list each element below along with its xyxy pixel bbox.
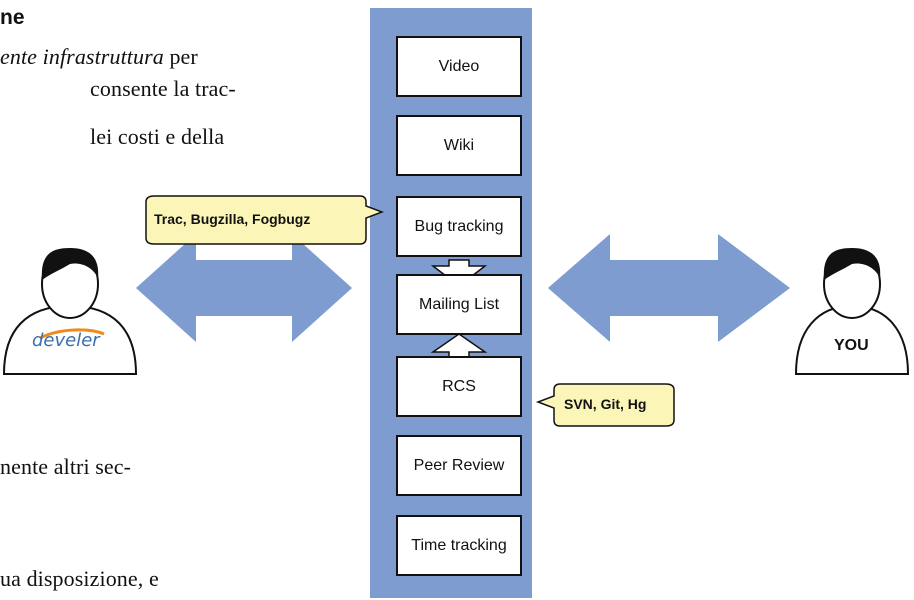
right-double-arrow: [548, 234, 790, 342]
tool-video: Video: [396, 36, 522, 97]
you-user-icon: [794, 248, 910, 375]
bug-tracking-callout-bubble: [145, 195, 385, 245]
background-text-line-4: nente altri sec-: [0, 454, 132, 479]
tool-mailing-list: Mailing List: [396, 274, 522, 335]
left-double-arrow: [136, 234, 352, 342]
background-text-line-3: lei costi e della: [90, 124, 225, 149]
bug-tracking-callout-text: Trac, Bugzilla, Fogbugz: [154, 211, 311, 227]
tool-rcs: RCS: [396, 356, 522, 417]
rcs-to-mailing-arrow: [430, 333, 488, 359]
you-label: YOU: [834, 337, 869, 354]
background-heading: ne: [0, 6, 25, 29]
background-text-line-5: ua disposizione, e: [0, 566, 159, 591]
tool-wiki: Wiki: [396, 115, 522, 176]
develer-user-icon: [2, 248, 138, 375]
background-text-line-2: consente la trac-: [90, 76, 236, 101]
tool-time-tracking: Time tracking: [396, 515, 522, 576]
tool-bug-tracking: Bug tracking: [396, 196, 522, 257]
develer-logo: develer: [32, 330, 100, 351]
rcs-callout-bubble: [535, 383, 675, 427]
tool-peer-review: Peer Review: [396, 435, 522, 496]
background-text-line-1: ente infrastruttura per: [0, 44, 198, 69]
rcs-callout-text: SVN, Git, Hg: [564, 396, 647, 412]
